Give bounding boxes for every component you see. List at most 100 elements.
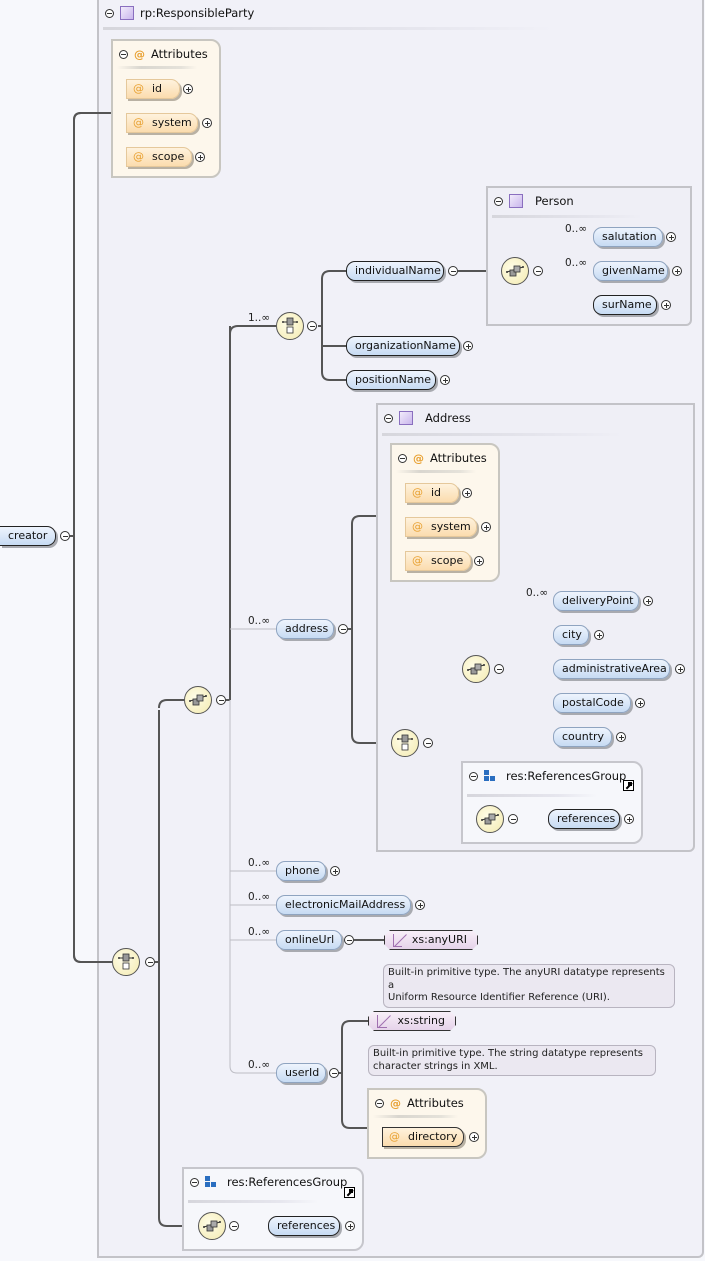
attribute-directory[interactable]: @directory <box>382 1127 464 1147</box>
collapse-icon[interactable] <box>119 49 128 59</box>
collapse-icon[interactable] <box>494 664 504 674</box>
expand-icon[interactable] <box>666 232 676 242</box>
expand-icon[interactable] <box>202 118 212 128</box>
attribute-system[interactable]: @system <box>405 517 477 537</box>
collapse-icon[interactable] <box>60 531 70 541</box>
element-references[interactable]: references <box>548 809 620 829</box>
attribute-scope[interactable]: @scope <box>405 551 471 571</box>
element-salutation[interactable]: salutation <box>593 227 663 247</box>
element-online-url[interactable]: onlineUrl <box>276 930 342 950</box>
collapse-icon[interactable] <box>190 1177 199 1187</box>
element-organization-name[interactable]: organizationName <box>346 336 460 356</box>
complex-type-icon <box>509 194 523 208</box>
expand-icon[interactable] <box>594 630 604 640</box>
collapse-icon[interactable] <box>398 453 407 463</box>
collapse-icon[interactable] <box>216 695 226 705</box>
attribute-icon: @ <box>133 116 144 129</box>
element-country[interactable]: country <box>553 727 612 747</box>
expand-icon[interactable] <box>440 375 450 385</box>
element-label: address <box>285 622 329 635</box>
type-string[interactable]: xs:string <box>368 1011 456 1031</box>
element-phone[interactable]: phone <box>276 861 326 881</box>
cardinality-label: 0..∞ <box>248 926 271 938</box>
expand-icon[interactable] <box>624 814 634 824</box>
expand-icon[interactable] <box>643 596 653 606</box>
expand-icon[interactable] <box>462 488 472 498</box>
collapse-icon[interactable] <box>508 814 518 824</box>
collapse-icon[interactable] <box>533 266 543 276</box>
collapse-icon[interactable] <box>375 1098 384 1108</box>
collapse-icon[interactable] <box>329 1068 339 1078</box>
collapse-icon[interactable] <box>229 1221 239 1231</box>
collapse-icon[interactable] <box>423 738 433 748</box>
element-position-name[interactable]: positionName <box>346 370 436 390</box>
element-address[interactable]: address <box>276 619 334 639</box>
choice-compositor[interactable] <box>476 805 504 833</box>
element-individual-name[interactable]: individualName <box>346 261 444 281</box>
element-city[interactable]: city <box>553 625 589 645</box>
element-label: country <box>562 730 605 743</box>
expand-icon[interactable] <box>469 1132 479 1142</box>
expand-icon[interactable] <box>616 732 626 742</box>
attribute-scope[interactable]: @scope <box>126 147 192 167</box>
cardinality-label: 0..∞ <box>248 891 271 903</box>
open-definition-icon[interactable] <box>344 1187 355 1198</box>
collapse-icon[interactable] <box>469 771 478 781</box>
choice-icon <box>506 265 524 277</box>
doc-line: Uniform Resource Identifier Reference (U… <box>388 992 610 1003</box>
element-label: administrativeArea <box>562 662 667 675</box>
element-delivery-point[interactable]: deliveryPoint <box>553 591 639 611</box>
element-label: city <box>562 628 582 641</box>
expand-icon[interactable] <box>675 664 685 674</box>
element-references[interactable]: references <box>268 1216 340 1236</box>
simple-type-icon <box>377 1015 387 1028</box>
complex-type-title: Address <box>425 411 471 425</box>
choice-compositor[interactable] <box>501 257 529 285</box>
type-label: xs:string <box>397 1014 445 1027</box>
choice-compositor[interactable] <box>462 655 490 683</box>
collapse-icon[interactable] <box>448 266 458 276</box>
complex-type-icon <box>120 6 134 20</box>
choice-icon <box>467 663 485 675</box>
expand-icon[interactable] <box>183 84 193 94</box>
collapse-icon[interactable] <box>338 624 348 634</box>
collapse-icon[interactable] <box>494 196 503 206</box>
root-element-creator[interactable]: creator <box>0 526 57 546</box>
cardinality-label: 0..∞ <box>248 1059 271 1071</box>
choice-compositor[interactable] <box>184 686 212 714</box>
attribute-id[interactable]: @id <box>126 79 180 99</box>
expand-icon[interactable] <box>463 341 473 351</box>
expand-icon[interactable] <box>195 152 205 162</box>
collapse-icon[interactable] <box>307 321 317 331</box>
expand-icon[interactable] <box>415 900 425 910</box>
collapse-icon[interactable] <box>384 413 393 423</box>
expand-icon[interactable] <box>474 556 484 566</box>
collapse-icon[interactable] <box>105 8 114 18</box>
attribute-id[interactable]: @id <box>405 483 459 503</box>
expand-icon[interactable] <box>345 1221 355 1231</box>
element-label: creator <box>8 529 48 542</box>
sequence-icon <box>397 734 413 751</box>
cardinality-label: 0..∞ <box>248 615 271 627</box>
element-given-name[interactable]: givenName <box>593 261 668 281</box>
collapse-icon[interactable] <box>344 935 354 945</box>
sequence-compositor[interactable] <box>276 312 304 340</box>
sequence-compositor[interactable] <box>391 729 419 757</box>
element-label: salutation <box>602 230 657 243</box>
expand-icon[interactable] <box>481 522 491 532</box>
open-definition-icon[interactable] <box>623 780 634 791</box>
element-postal-code[interactable]: postalCode <box>553 693 631 713</box>
element-administrative-area[interactable]: administrativeArea <box>553 659 670 679</box>
type-any-uri[interactable]: xs:anyURI <box>384 930 478 950</box>
sequence-compositor[interactable] <box>112 948 140 976</box>
expand-icon[interactable] <box>330 866 340 876</box>
element-sur-name[interactable]: surName <box>593 295 657 315</box>
element-electronic-mail-address[interactable]: electronicMailAddress <box>276 895 411 915</box>
choice-compositor[interactable] <box>198 1212 226 1240</box>
collapse-icon[interactable] <box>145 957 155 967</box>
expand-icon[interactable] <box>661 300 671 310</box>
expand-icon[interactable] <box>635 698 645 708</box>
element-user-id[interactable]: userId <box>276 1063 326 1083</box>
attribute-system[interactable]: @system <box>126 113 198 133</box>
expand-icon[interactable] <box>672 266 682 276</box>
